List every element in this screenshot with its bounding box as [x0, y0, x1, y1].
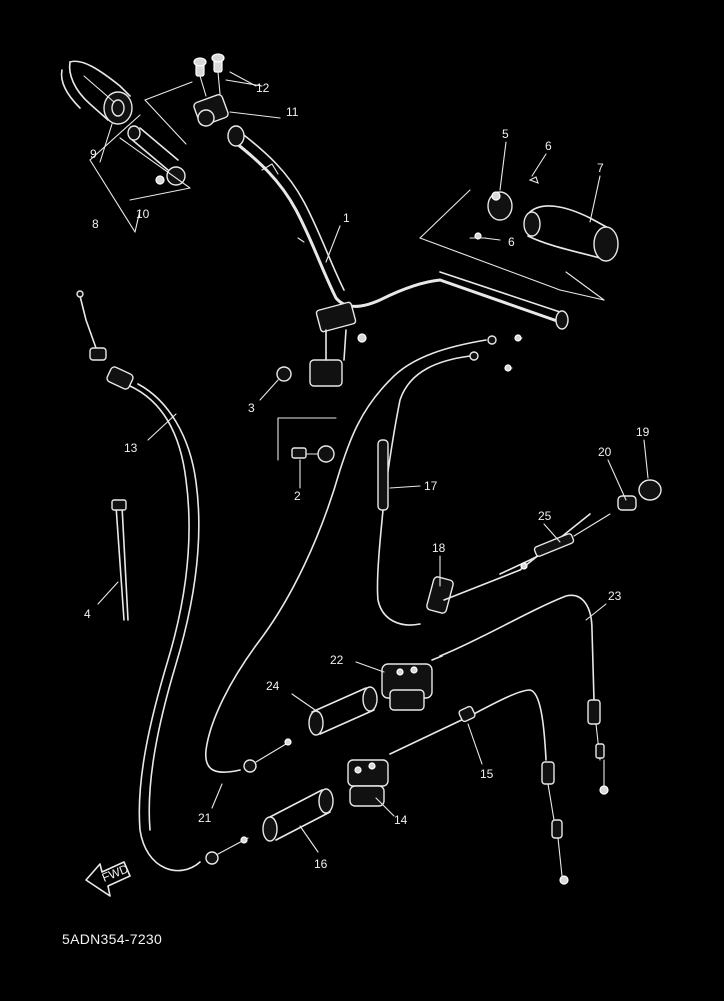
part-label-2: 2: [294, 489, 301, 503]
reference-code: 5ADN354-7230: [62, 931, 163, 947]
part-label-16: 16: [314, 857, 328, 871]
cable-end-parts: [617, 479, 662, 511]
part-label-6a: 6: [545, 139, 552, 153]
forward-arrow: FWD: [85, 861, 131, 897]
cable-tie: [111, 499, 129, 621]
switch-14: [347, 759, 389, 807]
left-lever-holder: [89, 114, 191, 233]
part-label-17: 17: [424, 479, 438, 493]
part-label-15: 15: [480, 767, 494, 781]
cable-13: [76, 290, 249, 872]
part-label-22: 22: [330, 653, 344, 667]
throttle-cables: [205, 334, 591, 774]
part-label-1: 1: [343, 211, 350, 225]
part-label-6b: 6: [508, 235, 515, 249]
handlebar-holder: [276, 301, 367, 463]
switch-22: [381, 655, 443, 711]
part-label-20: 20: [598, 445, 612, 459]
part-label-10: 10: [136, 207, 150, 221]
leader-lines: [97, 123, 649, 853]
master-cylinder-bracket: [144, 53, 281, 145]
part-labels: 1 2 3 4 5 6 6 7 8 9 10 11 12 13 14 15 16…: [84, 81, 650, 871]
part-label-5: 5: [502, 127, 509, 141]
part-label-3: 3: [248, 401, 255, 415]
part-label-23: 23: [608, 589, 622, 603]
part-label-25: 25: [538, 509, 552, 523]
part-label-21: 21: [198, 811, 212, 825]
part-label-4: 4: [84, 607, 91, 621]
left-grip: [60, 60, 133, 125]
throttle-grip: [419, 176, 619, 301]
cable-25: [499, 513, 611, 575]
forward-arrow-text: FWD: [100, 861, 131, 884]
part-label-8: 8: [92, 217, 99, 231]
handlebar: [227, 125, 569, 330]
part-label-19: 19: [636, 425, 650, 439]
part-label-9: 9: [90, 147, 97, 161]
part-label-13: 13: [124, 441, 138, 455]
part-label-18: 18: [432, 541, 446, 555]
grip-24: [308, 686, 378, 736]
part-label-12: 12: [256, 81, 270, 95]
grip-16: [262, 788, 334, 842]
part-label-24: 24: [266, 679, 280, 693]
part-label-7: 7: [597, 161, 604, 175]
cable-21: [243, 738, 292, 773]
cable-23: [439, 594, 609, 795]
part-label-11: 11: [286, 105, 299, 119]
part-label-14: 14: [394, 813, 408, 827]
cable-15: [389, 689, 569, 885]
